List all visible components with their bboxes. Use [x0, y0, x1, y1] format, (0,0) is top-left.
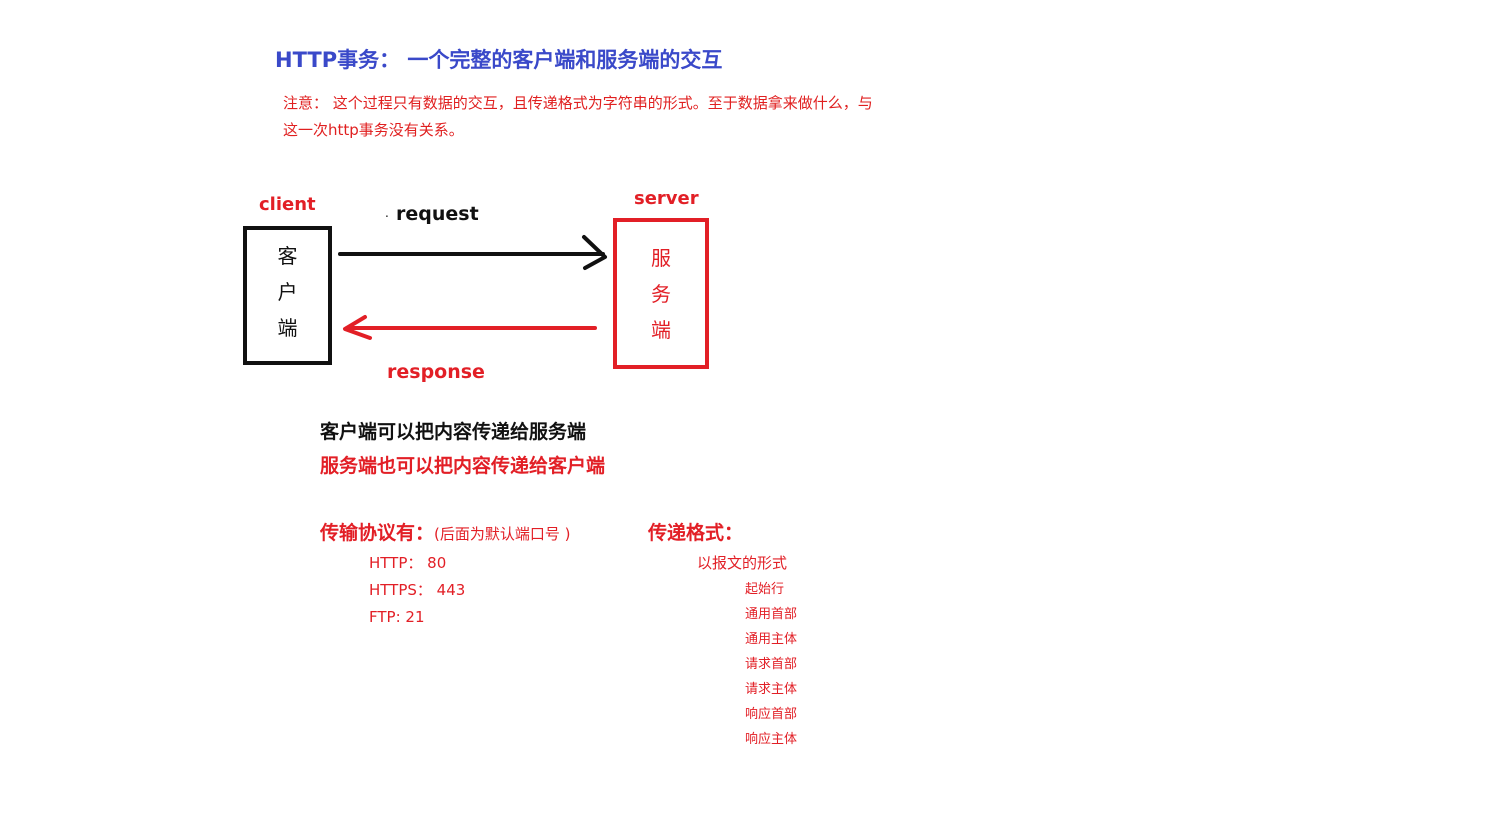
protocols-list: HTTP： 80 HTTPS： 443 FTP: 21	[369, 550, 465, 631]
server-box-text: 服 务 端	[617, 240, 705, 348]
client-to-server-text: 客户端可以把内容传递给服务端	[320, 421, 587, 443]
server-label: server	[634, 188, 699, 209]
format-item: 起始行	[745, 582, 785, 597]
format-heading: 传递格式：	[648, 522, 744, 544]
protocols-heading-main: 传输协议有：	[320, 522, 435, 544]
note-text: 注意： 这个过程只有数据的交互，且传递格式为字符串的形式。至于数据拿来做什么，与…	[283, 94, 873, 139]
server-box: 服 务 端	[613, 218, 709, 369]
format-item: 通用首部	[745, 607, 798, 622]
response-label: response	[387, 361, 485, 383]
page-title: HTTP事务： 一个完整的客户端和服务端的交互	[275, 48, 723, 72]
server-char: 端	[651, 318, 671, 342]
protocol-item: FTP: 21	[369, 608, 425, 626]
server-to-client-text: 服务端也可以把内容传递给客户端	[320, 455, 606, 477]
protocols-heading-sub: (后面为默认端口号 )	[434, 525, 571, 543]
server-char: 服	[651, 246, 671, 270]
request-label: request	[396, 203, 479, 225]
format-item: 响应主体	[745, 732, 798, 747]
request-dot: .	[385, 206, 389, 220]
client-box: 客 户 端	[243, 226, 332, 365]
client-label: client	[259, 194, 316, 215]
client-char: 户	[277, 280, 298, 304]
client-char: 端	[277, 316, 298, 340]
format-item: 响应首部	[745, 707, 798, 722]
server-char: 务	[651, 282, 671, 306]
format-subheading: 以报文的形式	[697, 554, 788, 572]
protocol-item: HTTP： 80	[369, 554, 447, 572]
format-item: 请求首部	[745, 657, 798, 672]
format-item: 请求主体	[745, 682, 798, 697]
client-char: 客	[277, 244, 298, 268]
request-arrow	[338, 235, 607, 270]
protocol-item: HTTPS： 443	[369, 581, 466, 599]
protocols-heading: 传输协议有：(后面为默认端口号 )	[320, 518, 571, 545]
response-arrow	[343, 315, 597, 340]
client-box-text: 客 户 端	[247, 238, 328, 346]
format-list: 起始行 通用首部 通用主体 请求首部 请求主体 响应首部 响应主体	[745, 577, 797, 752]
format-item: 通用主体	[745, 632, 798, 647]
